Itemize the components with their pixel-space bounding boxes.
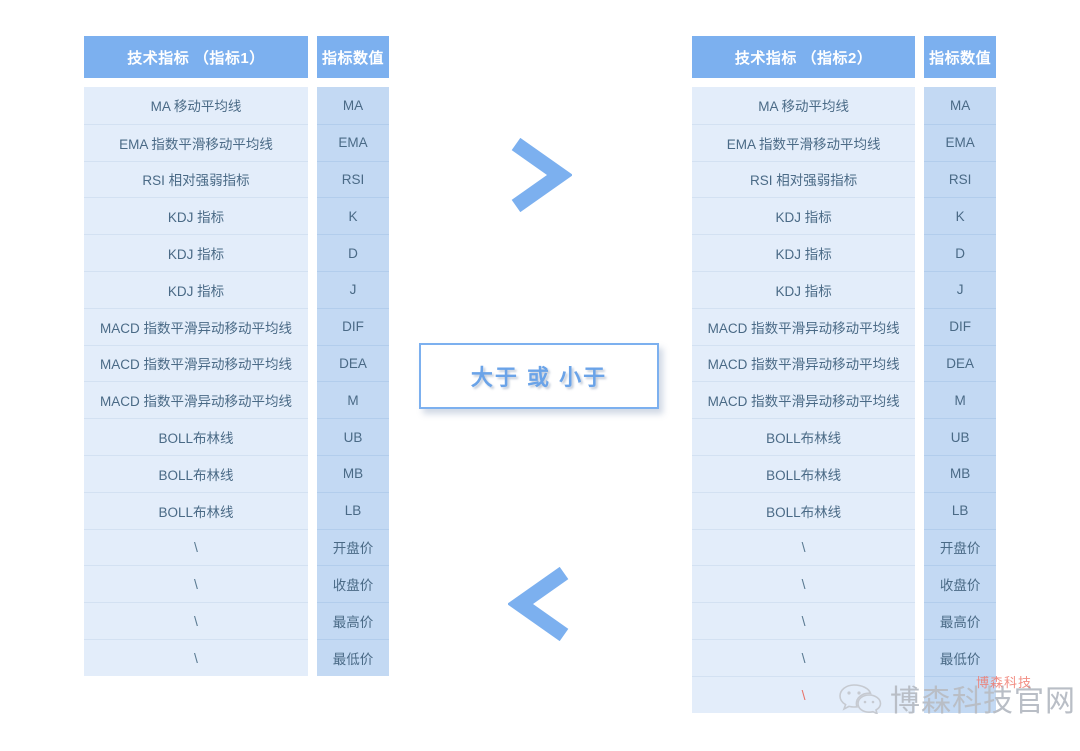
header-cell-indicator-name-right: 技术指标 （指标2） [692, 36, 916, 78]
indicator-value-cell: 最低价 [924, 638, 996, 676]
comparison-operator-box[interactable]: 大于 或 小于 [419, 343, 659, 409]
indicator-value-cell: MA [950, 97, 971, 113]
indicator-value-cell: LB [924, 491, 996, 529]
indicator-name-cell: MA 移动平均线 [758, 99, 849, 115]
indicator-name-cell: MACD 指数平滑异动移动平均线 [692, 307, 916, 345]
indicator-name-cell: EMA 指数平滑移动平均线 [692, 123, 916, 161]
indicator-value-cell: RSI [924, 160, 996, 198]
indicator-value-cell: 收盘价 [317, 565, 389, 602]
indicator-name-cell: \ [692, 675, 916, 713]
indicator-value-cell: MA [342, 97, 364, 113]
indicator-value-cell: D [924, 234, 996, 271]
indicator-name-cell: MACD 指数平滑异动移动平均线 [692, 381, 916, 418]
indicator-name-cell: KDJ 指标 [84, 197, 308, 234]
indicator-name-cell: \ [84, 602, 308, 639]
indicator-name-cell: BOLL布林线 [84, 418, 308, 455]
comparison-operator-label: 大于 或 小于 [470, 365, 608, 390]
indicator-value-cell: LB [317, 491, 389, 529]
indicator-name-cell: \ [84, 638, 308, 676]
indicator-value-cell: UB [924, 418, 996, 455]
indicator-value-cell: K [924, 197, 996, 234]
indicator-name-cell: EMA 指数平滑移动平均线 [84, 123, 308, 161]
indicator-value-cell: EMA [924, 123, 996, 161]
header-cell-indicator-name-left: 技术指标 （指标1） [84, 36, 308, 78]
table-header-row-left: 技术指标 （指标1） 指标数值 [84, 36, 389, 78]
indicator-value-cell: 开盘价 [317, 528, 389, 566]
indicator-value-cell: D [317, 234, 389, 271]
table-header-row-right: 技术指标 （指标2） 指标数值 [692, 36, 996, 78]
indicator-name-cell: BOLL布林线 [692, 491, 916, 529]
indicator-value-cell: 最高价 [317, 602, 389, 639]
indicator-name-cell: KDJ 指标 [84, 234, 308, 271]
indicator-value-cell: 最高价 [924, 602, 996, 639]
header-cell-indicator-value-right: 指标数值 [924, 36, 996, 78]
indicator-name-cell: MACD 指数平滑异动移动平均线 [84, 344, 308, 382]
indicator-value-cell: J [317, 270, 389, 308]
indicator-value-cell: RSI [317, 160, 389, 198]
indicator-value-cell: MB [317, 454, 389, 492]
indicator-name-cell: BOLL布林线 [692, 418, 916, 455]
indicator-name-cell: MACD 指数平滑异动移动平均线 [84, 307, 308, 345]
indicator-value-cell: J [924, 270, 996, 308]
indicator-name-cell: RSI 相对强弱指标 [84, 160, 308, 198]
indicator-name-cell: BOLL布林线 [692, 454, 916, 492]
indicator-value-cell: 最低价 [317, 638, 389, 676]
indicator-value-cell: K [317, 197, 389, 234]
indicator-name-cell: KDJ 指标 [692, 270, 916, 308]
indicator-value-cell: DEA [924, 344, 996, 382]
indicator-name-cell: BOLL布林线 [84, 491, 308, 529]
indicator-name-cell: BOLL布林线 [84, 454, 308, 492]
indicator-name-cell: \ [84, 528, 308, 566]
indicator-name-cell: KDJ 指标 [692, 197, 916, 234]
indicator-value-cell: M [924, 381, 996, 418]
indicator-value-cell: MB [924, 454, 996, 492]
indicator-name-cell: KDJ 指标 [692, 234, 916, 271]
indicator-name-cell: \ [692, 565, 916, 602]
indicator-value-cell: EMA [317, 123, 389, 161]
indicator-name-cell: MACD 指数平滑异动移动平均线 [84, 381, 308, 418]
indicator-name-cell: \ [692, 638, 916, 676]
header-cell-indicator-value-left: 指标数值 [317, 36, 389, 78]
indicator-value-cell: DIF [317, 307, 389, 345]
indicator-value-cell: 收盘价 [924, 565, 996, 602]
indicator-value-cell: M [317, 381, 389, 418]
indicator-name-cell: MA 移动平均线 [150, 99, 242, 115]
indicator-value-cell: 开盘价 [924, 528, 996, 566]
indicator-name-cell: \ [692, 602, 916, 639]
indicator-value-cell: DEA [317, 344, 389, 382]
indicator-value-cell: UB [317, 418, 389, 455]
indicator-value-cell [924, 675, 996, 713]
indicator-name-cell: MACD 指数平滑异动移动平均线 [692, 344, 916, 382]
indicator-value-cell: DIF [924, 307, 996, 345]
indicator-name-cell: RSI 相对强弱指标 [692, 160, 916, 198]
indicator-name-cell: \ [692, 528, 916, 566]
indicator-name-cell: KDJ 指标 [84, 270, 308, 308]
indicator-name-cell: \ [84, 565, 308, 602]
